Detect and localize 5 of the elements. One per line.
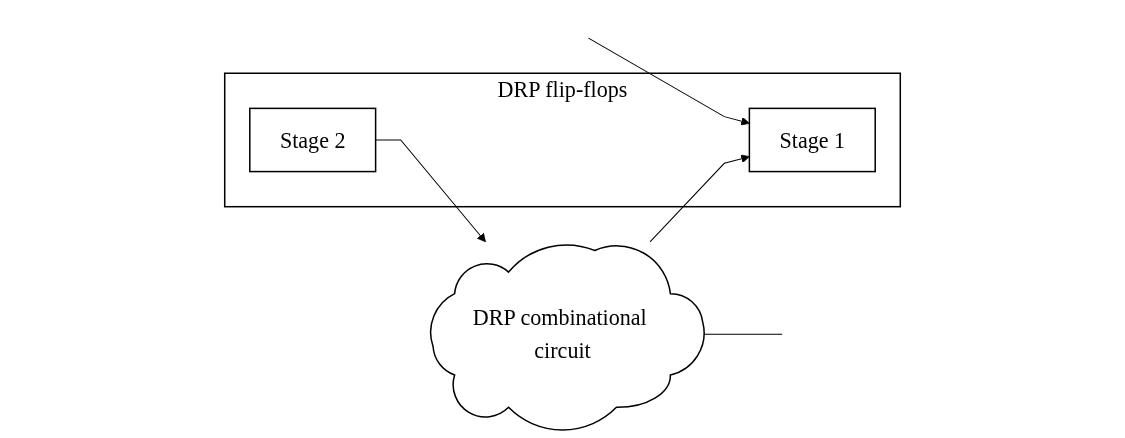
node-box: Stage 2	[249, 107, 377, 173]
node-box: Stage 1	[748, 107, 876, 173]
arrow	[588, 37, 750, 126]
arrow	[649, 154, 750, 243]
arrow	[375, 139, 486, 243]
